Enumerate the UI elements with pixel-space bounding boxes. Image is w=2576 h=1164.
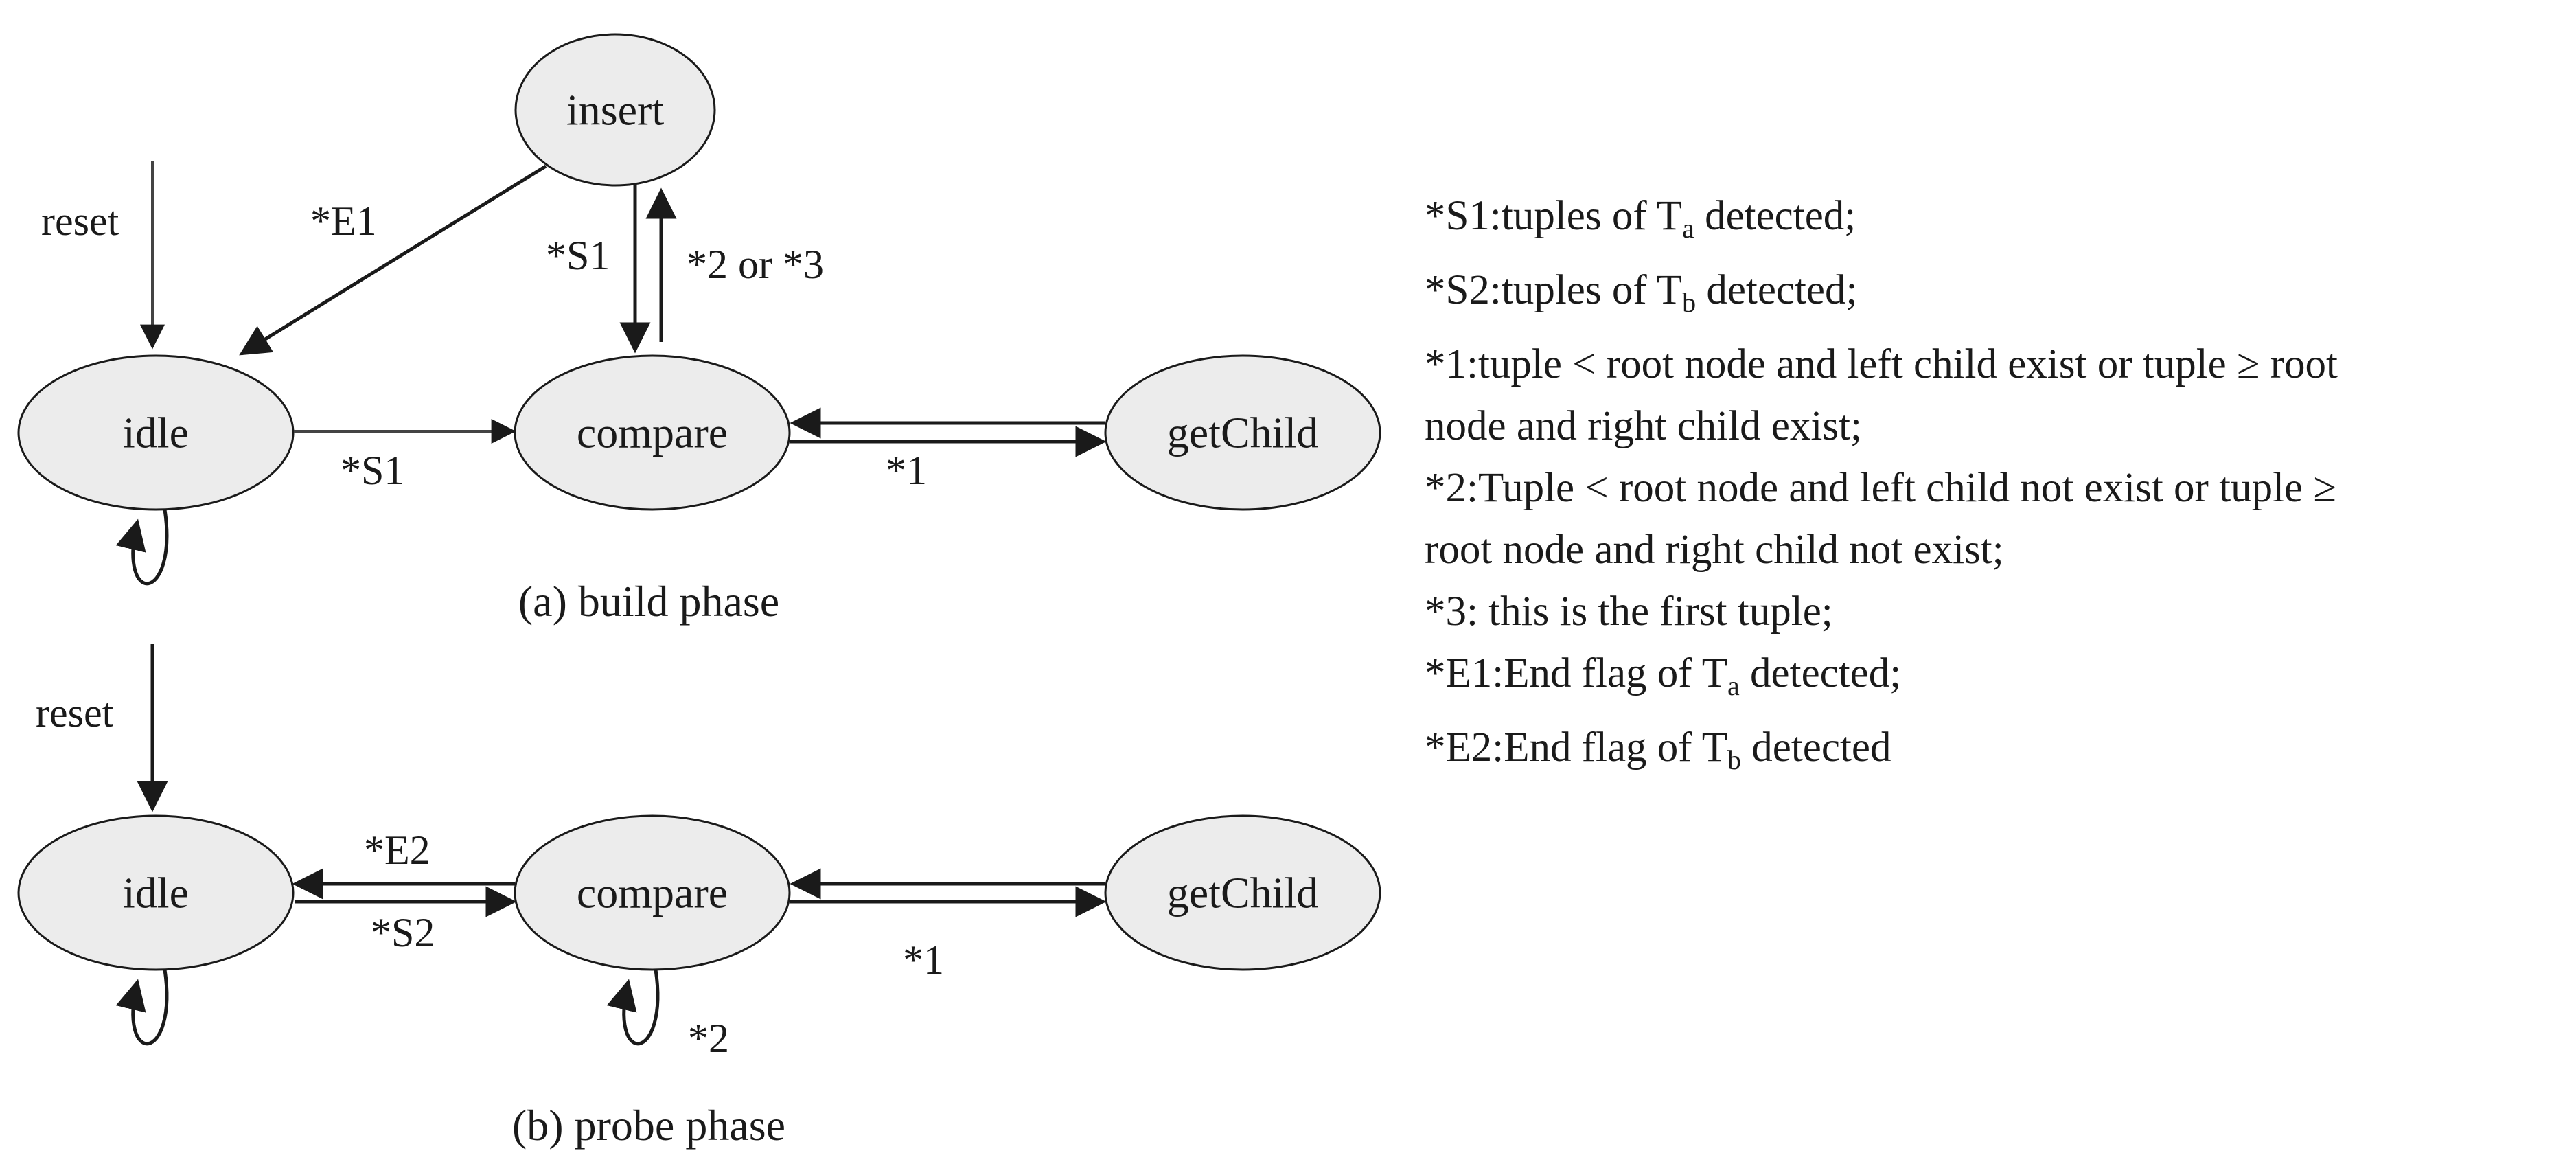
legend-text-suffix: detected; [1739, 650, 1902, 696]
legend-line: root node and right child not exist; [1425, 519, 2571, 581]
legend: *S1:tuples of Ta detected;*S2:tuples of … [1425, 185, 2571, 791]
build-node-insert: insert [514, 33, 716, 187]
probe-node-getchild: getChild [1104, 814, 1381, 971]
build-label-s1-idle-compare: *S1 [341, 448, 404, 493]
legend-line: *E1:End flag of Ta detected; [1425, 643, 2571, 717]
build-node-insert-label: insert [566, 86, 664, 135]
legend-text: *E1:End flag of T [1425, 650, 1728, 696]
build-label-s1-down: *S1 [546, 233, 610, 278]
legend-line: *2:Tuple < root node and left child not … [1425, 457, 2571, 519]
probe-label-two: *2 [688, 1016, 729, 1061]
build-label-reset: reset [41, 198, 119, 244]
probe-node-getchild-label: getChild [1167, 869, 1318, 917]
legend-line: node and right child exist; [1425, 396, 2571, 457]
legend-line: *S2:tuples of Tb detected; [1425, 260, 2571, 334]
legend-subscript: b [1727, 744, 1742, 775]
build-edge-e1 [239, 164, 547, 356]
probe-phase-diagram: idle compare getChild reset *E2 *S2 *1 *… [17, 644, 1381, 1150]
build-node-idle-label: idle [123, 409, 189, 457]
build-label-two-or-three: *2 or *3 [687, 242, 824, 287]
build-label-one: *1 [886, 448, 927, 493]
legend-line: *E2:End flag of Tb detected [1425, 717, 2571, 791]
legend-text: *S1:tuples of T [1425, 193, 1683, 239]
legend-subscript: b [1682, 287, 1697, 318]
build-node-idle: idle [17, 354, 295, 511]
legend-text-suffix: detected; [1694, 193, 1856, 239]
legend-text: *2:Tuple < root node and left child not … [1425, 465, 2336, 511]
legend-text: *S2:tuples of T [1425, 267, 1683, 313]
probe-caption: (b) probe phase [512, 1101, 785, 1150]
build-node-getchild: getChild [1104, 354, 1381, 511]
build-edge-idle-selfloop [115, 509, 169, 586]
legend-text: *3: this is the first tuple; [1425, 589, 1833, 635]
probe-label-e2: *E2 [364, 828, 430, 873]
build-node-compare: compare [514, 354, 791, 511]
legend-text-suffix: detected [1741, 724, 1891, 771]
build-label-e1: *E1 [310, 198, 377, 244]
legend-text: *E2:End flag of T [1425, 724, 1728, 771]
legend-line: *1:tuple < root node and left child exis… [1425, 334, 2571, 396]
build-caption: (a) build phase [518, 577, 779, 626]
legend-subscript: a [1682, 213, 1694, 244]
legend-line: *S1:tuples of Ta detected; [1425, 185, 2571, 260]
probe-node-idle-label: idle [123, 869, 189, 917]
probe-edge-idle-selfloop [115, 969, 169, 1046]
probe-node-compare: compare [514, 814, 791, 971]
probe-label-one: *1 [903, 937, 944, 983]
legend-text: root node and right child not exist; [1425, 527, 2004, 573]
legend-text-suffix: detected; [1696, 267, 1858, 313]
probe-label-reset: reset [36, 690, 114, 735]
build-phase-diagram: insert idle compare getChild reset *E1 *… [17, 33, 1381, 626]
build-node-getchild-label: getChild [1167, 409, 1318, 457]
legend-text: *1:tuple < root node and left child exis… [1425, 341, 2338, 387]
probe-node-compare-label: compare [577, 869, 728, 917]
probe-edge-compare-selfloop [606, 969, 660, 1046]
legend-subscript: a [1727, 670, 1740, 701]
probe-node-idle: idle [17, 814, 295, 971]
build-node-compare-label: compare [577, 409, 728, 457]
legend-text: node and right child exist; [1425, 403, 1862, 449]
legend-line: *3: this is the first tuple; [1425, 581, 2571, 643]
probe-label-s2: *S2 [371, 910, 435, 955]
